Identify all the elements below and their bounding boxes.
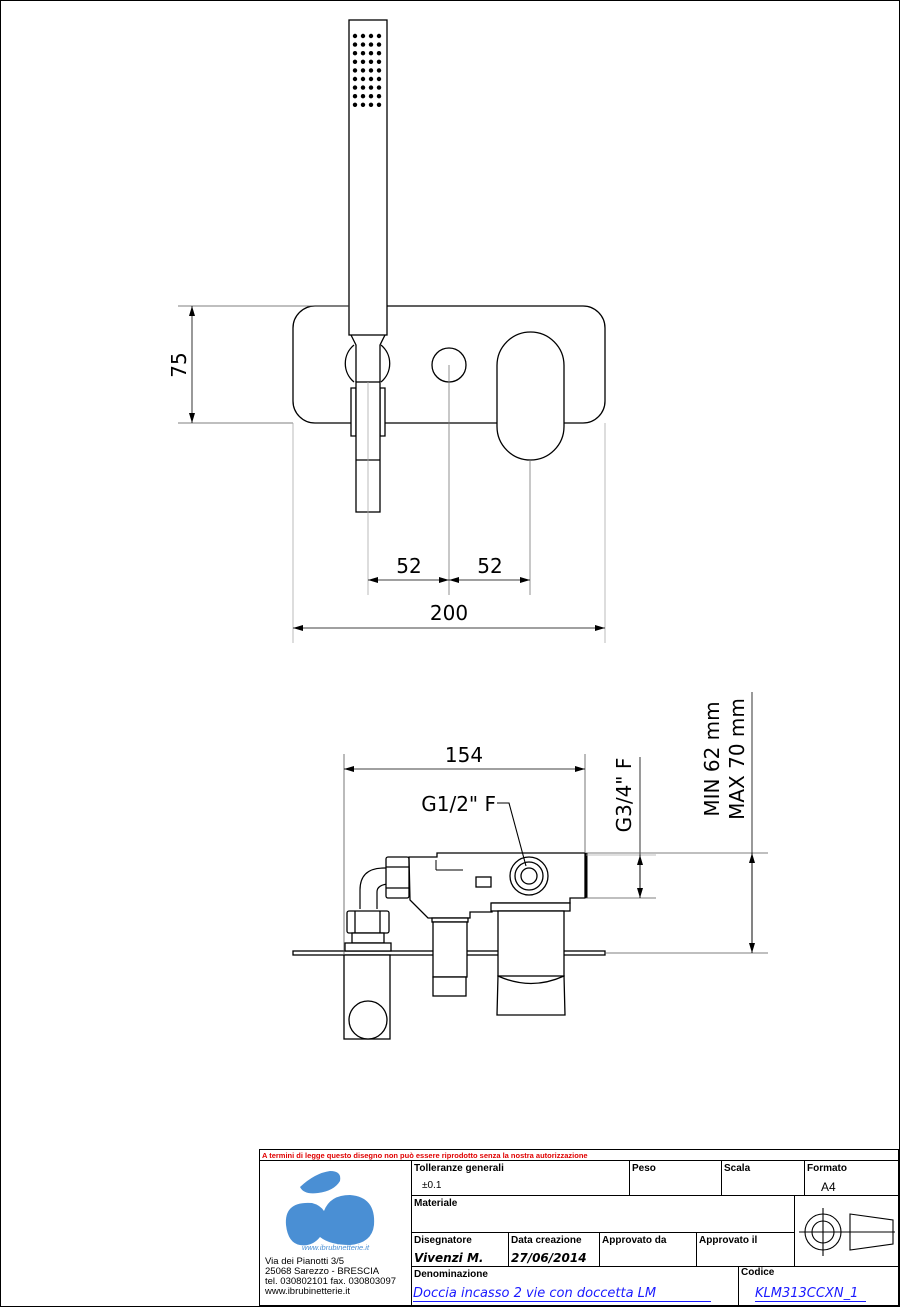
dim-depth-154: 154 bbox=[445, 743, 483, 767]
codice-value: KLM313CCXN_1 bbox=[755, 1286, 867, 1302]
shower-nozzles-icon bbox=[352, 33, 382, 107]
front-view bbox=[292, 19, 606, 513]
projection-cell bbox=[795, 1196, 900, 1267]
company-logo-icon bbox=[285, 1171, 375, 1246]
tolleranze-cell: Tolleranze generali ±0.1 bbox=[412, 1161, 630, 1196]
nut-lower bbox=[346, 910, 390, 934]
copyright-warning: A termini di legge questo disegno non pu… bbox=[260, 1150, 898, 1161]
side-view bbox=[292, 852, 606, 1040]
first-angle-projection-icon bbox=[799, 1208, 895, 1256]
disegnatore-cell: Disegnatore Vivenzi M. bbox=[412, 1233, 509, 1267]
address-line2: 25068 Sarezzo - BRESCIA bbox=[265, 1266, 380, 1277]
dim-spacing-left: 52 bbox=[396, 554, 421, 578]
formato-value: A4 bbox=[821, 1180, 836, 1194]
technical-drawing: 75 52 52 200 bbox=[167, 19, 768, 1040]
label-min-depth: MIN 62 mm bbox=[700, 701, 724, 816]
title-block: A termini di legge questo disegno non pu… bbox=[259, 1149, 900, 1306]
dim-width-200: 200 bbox=[430, 601, 468, 625]
disegnatore-value: Vivenzi M. bbox=[414, 1251, 484, 1265]
label-inlet-thread: G3/4" F bbox=[612, 758, 636, 833]
company-cell: www.ibrubinetterie.it Via dei Pianotti 3… bbox=[260, 1161, 412, 1306]
nut-upper bbox=[385, 856, 410, 899]
denominazione-value: Doccia incasso 2 vie con doccetta LM bbox=[413, 1286, 712, 1302]
side-dimensions bbox=[343, 692, 768, 955]
dim-height-75: 75 bbox=[167, 352, 191, 377]
scala-cell: Scala bbox=[722, 1161, 805, 1196]
mixer-lever bbox=[496, 331, 565, 461]
approvato-da-cell: Approvato da bbox=[600, 1233, 697, 1267]
formato-cell: Formato A4 bbox=[805, 1161, 900, 1196]
address-line1: Via dei Pianotti 3/5 bbox=[265, 1256, 345, 1267]
front-dimensions bbox=[178, 305, 606, 643]
codice-cell: Codice KLM313CCXN_1 bbox=[739, 1267, 900, 1306]
approvato-il-cell: Approvato il bbox=[697, 1233, 795, 1267]
tolleranze-value: ±0.1 bbox=[422, 1180, 442, 1191]
data-creazione-value: 27/06/2014 bbox=[511, 1251, 587, 1265]
phone-fax: tel. 030802101 fax. 030803097 bbox=[265, 1276, 397, 1287]
shower-handset bbox=[348, 19, 388, 336]
company-website: www.ibrubinetterie.it bbox=[265, 1286, 351, 1297]
dim-spacing-right: 52 bbox=[477, 554, 502, 578]
logo-website: www.ibrubinetterie.it bbox=[301, 1243, 370, 1252]
denominazione-cell: Denominazione Doccia incasso 2 vie con d… bbox=[412, 1267, 739, 1306]
label-outlet-thread: G1/2" F bbox=[421, 792, 496, 816]
materiale-cell: Materiale bbox=[412, 1196, 795, 1233]
label-max-depth: MAX 70 mm bbox=[725, 698, 749, 820]
peso-cell: Peso bbox=[630, 1161, 722, 1196]
data-creazione-cell: Data creazione 27/06/2014 bbox=[509, 1233, 600, 1267]
